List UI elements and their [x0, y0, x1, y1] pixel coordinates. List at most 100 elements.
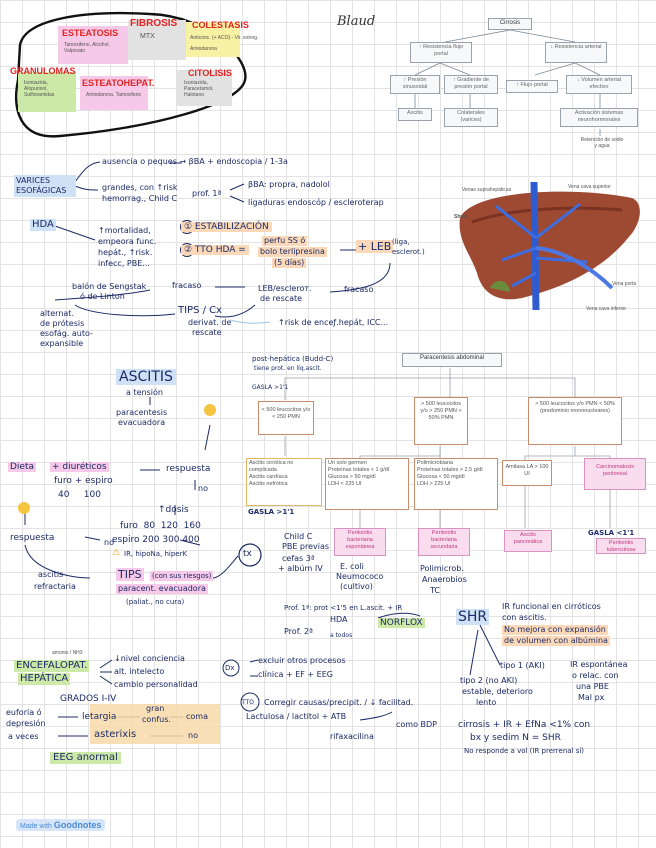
- liver-shape: [459, 191, 640, 300]
- para-box-b-1: Un solo germen: [328, 460, 367, 466]
- para-box-b-2: Proteínas totales < 1 g/dl: [328, 467, 389, 473]
- ascitis-no-2: no: [104, 538, 114, 547]
- para-box-c: Polimicrobiana Proteínas totales > 2,5 g…: [414, 458, 498, 510]
- hda-perfu3: (5 días): [272, 258, 307, 268]
- cirrosis-right-top: ↓ Resistencia arterial: [545, 42, 607, 63]
- esteatosis-label: ESTEATOSIS: [62, 28, 119, 38]
- hda-perfu2: bolo terlipresina: [258, 247, 327, 257]
- ence-highlight: [90, 704, 220, 744]
- ascitis-dosis: ↑dosis: [158, 505, 189, 515]
- ascitis-para-1: paracentesis: [116, 408, 168, 417]
- para-tuberculosa: Peritonitis tuberculosa: [596, 538, 646, 554]
- cirrosis-gradiente: ↑ Gradiente de presión portal: [444, 75, 498, 94]
- hda-alter-3: esofág. auto-: [40, 329, 93, 338]
- para-gasla-2: GASLA >1'1: [248, 508, 295, 516]
- varices-prof: prof. 1ª: [192, 189, 222, 198]
- ascitis-furo: furo + espiro: [54, 476, 113, 486]
- ence-euforia-2: depresión: [6, 719, 46, 728]
- hda-fracaso-1: fracaso: [172, 281, 202, 290]
- ence-gran-2: confus.: [142, 715, 171, 724]
- ascitis-dieta: Dieta: [8, 462, 37, 472]
- granulomas-label: GRANULOMAS: [10, 66, 76, 76]
- para-more-500-a: > 500 leucocitos y/o > 250 PMN > 50% PMN: [414, 397, 468, 445]
- esteatohep-bg: [80, 76, 148, 110]
- hda-desc2: empeora func.: [98, 237, 157, 246]
- hda-leb-escl-1: LEB/escleroт.: [258, 284, 312, 293]
- signature: Blaud: [337, 14, 376, 29]
- ascitis-sub: a tensión: [126, 388, 163, 397]
- liver-label-shunt: Shunt: [454, 214, 469, 220]
- para-less-500: < 500 leucocitos y/o < 250 PMN: [258, 401, 314, 435]
- liver-label-venas-supra: Venas suprahepáticas: [462, 187, 512, 193]
- ascitis-paracent-sub: (paliat., no cura): [126, 598, 185, 606]
- shr-tipo1-d: una PBE: [576, 682, 609, 691]
- blob-outline: [15, 11, 247, 138]
- ence-letargia: letargia: [82, 712, 117, 722]
- ence-tto: TTO: [242, 699, 254, 706]
- colestasis-label: COLESTASIS: [192, 20, 249, 30]
- vena-porta-shape: [535, 246, 614, 290]
- para-box-c-4: LDH > 225 UI: [417, 481, 451, 487]
- dx-circle: [222, 659, 240, 677]
- shr-tipo2-c: lento: [476, 698, 497, 707]
- ence-euforia-1: euforia ó: [6, 708, 42, 717]
- varices-bba: βBA: propra, nadolol: [248, 180, 330, 189]
- ence-tto1: Corregir causas/precipit. / ↓ facilitad.: [264, 698, 414, 707]
- para-norflox: NORFLOX: [378, 618, 425, 628]
- ascitis-no: no: [198, 484, 208, 493]
- shr-crit3: No responde a vol (IR prerrenal sí): [464, 747, 585, 755]
- granulomas-drugs: Isoniazida, Alopurinol, Sulfonamidas: [24, 80, 55, 98]
- esteatosis-drugs: Tamoxifeno, Alcohol, Valproato: [64, 42, 110, 54]
- shr-tipo1-c: o relac. con: [572, 671, 619, 680]
- ence-title-1: ENCEFALOPAT.: [14, 660, 90, 672]
- ence-tto2: Lactulosa / lactitol + ATB: [246, 712, 347, 721]
- made-with-label: Made with: [20, 823, 52, 830]
- emoji-face-1: [204, 404, 216, 416]
- hda-desc4: infecc, PBE...: [98, 259, 150, 268]
- ascitis-para-2: evacuadora: [118, 418, 166, 427]
- para-carcinomatosis: Carcinomatosis peritoneal: [584, 458, 646, 490]
- fibrosis-bg: [128, 20, 186, 60]
- varices-line2b: hemorrag., Child C: [102, 194, 178, 203]
- para-cefas: cefas 3ª: [282, 554, 315, 563]
- cirrosis-arrows: [414, 29, 601, 136]
- ascitis-espiro-doses: espiro 200 300 400: [112, 535, 200, 545]
- granulomas-bg: [18, 72, 76, 112]
- hda-alter-4: expansible: [40, 339, 84, 348]
- para-cultivo: (cultivo): [340, 582, 373, 591]
- ence-dx: Dx: [225, 664, 235, 672]
- cirrosis-flujo-portal: ↑ Flujo portal: [506, 80, 558, 93]
- cirrosis-colaterales: Colaterales (varices): [444, 108, 498, 127]
- hda-arrows: [54, 225, 391, 324]
- shr-def3: No mejora con expansión: [502, 625, 608, 635]
- hda-leb-sub: (liga, esclerot.): [392, 238, 425, 256]
- ascitis-title: ASCITIS: [116, 369, 176, 385]
- ascitis-diureticos: + diuréticos: [50, 462, 109, 472]
- colestasis-drugs: Anticonc. (+ ACO) - Vir. estrog.: [190, 35, 259, 41]
- para-posthep-2: tiene prot. en líq.ascit.: [254, 365, 322, 372]
- para-box-a-2: Ascitis cardíaca: [249, 474, 288, 480]
- shr-tipo1-b: IR espontánea: [570, 660, 628, 669]
- liver-label-cava-sup: Vena cava superior: [568, 184, 611, 190]
- cirrosis-title: Cirrosis: [488, 18, 532, 30]
- para-ecoli: E. coli: [340, 562, 364, 571]
- esteatohep-label: ESTEATOHEPAT.: [82, 78, 155, 88]
- para-box-c-3: Glucosa < 50 mg/dl: [417, 474, 465, 480]
- ascitis-refractaria-2: refractaria: [34, 582, 76, 591]
- shr-tipo1-e: Mal px: [578, 693, 605, 702]
- hda-alter-1: alternat.: [40, 309, 74, 318]
- made-with-badge: Made with Goodnotes: [16, 819, 106, 831]
- cirrosis-presion-sinusoidal: ↑ Presión sinusoidal: [390, 75, 440, 94]
- ence-coma: coma: [186, 712, 208, 721]
- para-pbs: Peritonitis bacteriana secundaria: [418, 528, 470, 556]
- cirrosis-left-top: ↑ Resistencia flujo portal: [410, 42, 472, 63]
- para-child: Child C: [284, 532, 313, 541]
- varices-arrows: [74, 161, 245, 203]
- hda-tips-sub2: rescate: [192, 328, 222, 337]
- ence-s1: ↓nivel conciencia: [114, 654, 185, 663]
- hda-fracaso-2: fracaso: [344, 285, 374, 294]
- colestasis-bg: [186, 22, 240, 57]
- ence-rifa: rifaxacilina: [330, 732, 374, 741]
- para-box-c-1: Polimicrobiana: [417, 460, 454, 466]
